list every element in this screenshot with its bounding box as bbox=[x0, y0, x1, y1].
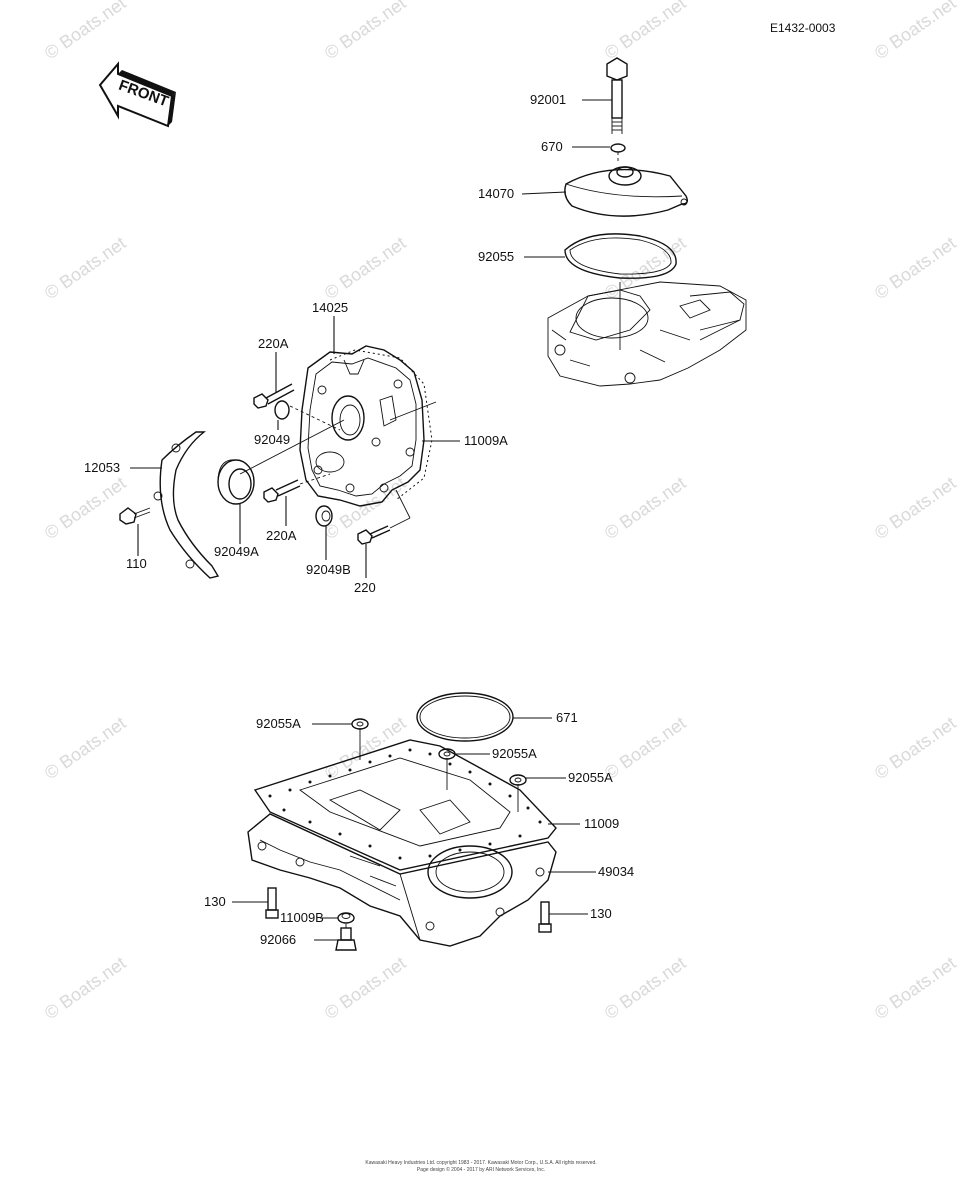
label-11009A: 11009A bbox=[464, 433, 508, 448]
watermark: © Boats.net bbox=[321, 233, 410, 303]
side-cover-14025-icon bbox=[299, 345, 425, 507]
label-92055A-mid: 92055A bbox=[492, 746, 537, 761]
watermark: © Boats.net bbox=[871, 473, 960, 543]
breather-cover-assembly bbox=[521, 57, 747, 387]
front-arrow-icon: FRONT bbox=[98, 61, 176, 128]
crankcase-section-icon bbox=[547, 281, 747, 387]
watermark: © Boats.net bbox=[321, 953, 410, 1023]
watermark: © Boats.net bbox=[601, 233, 690, 303]
watermarks: © Boats.net © Boats.net © Boats.net © Bo… bbox=[41, 0, 960, 1023]
watermark: © Boats.net bbox=[871, 233, 960, 303]
label-130-right: 130 bbox=[590, 906, 612, 921]
label-110: 110 bbox=[126, 556, 147, 571]
side-cover-assembly bbox=[119, 316, 460, 579]
breather-cover-14070-icon bbox=[564, 166, 689, 217]
bolt-110-icon bbox=[119, 507, 151, 525]
washer-92049-icon bbox=[274, 400, 290, 420]
washer-92055A-right-icon bbox=[509, 774, 527, 786]
label-12053: 12053 bbox=[84, 460, 120, 475]
oil-seal-92049A-icon bbox=[217, 459, 255, 505]
label-670: 670 bbox=[541, 139, 563, 154]
watermark: © Boats.net bbox=[321, 473, 410, 543]
label-11009: 11009 bbox=[584, 816, 619, 831]
label-92055A-right: 92055A bbox=[568, 770, 613, 785]
gasket-11009-icon bbox=[253, 739, 557, 871]
watermark: © Boats.net bbox=[41, 233, 130, 303]
footer-copyright: Kawasaki Heavy Industries Ltd. copyright… bbox=[365, 1160, 596, 1166]
oil-pan-49034-icon bbox=[247, 789, 557, 947]
label-92049B: 92049B bbox=[306, 562, 351, 577]
bolt-130-left-icon bbox=[265, 887, 279, 919]
watermark: © Boats.net bbox=[601, 953, 690, 1023]
gasket-92055-icon bbox=[564, 233, 677, 279]
watermark: © Boats.net bbox=[871, 0, 960, 63]
bolt-130-right-icon bbox=[538, 901, 552, 933]
washer-92055A-left-icon bbox=[351, 718, 369, 730]
o-ring-671-icon bbox=[416, 692, 514, 742]
watermark: © Boats.net bbox=[321, 713, 410, 783]
watermark: © Boats.net bbox=[41, 713, 130, 783]
label-11009B: 11009B bbox=[280, 910, 324, 925]
footer-design: Page design © 2004 - 2017 by ARI Network… bbox=[417, 1166, 545, 1173]
label-92066: 92066 bbox=[260, 932, 296, 947]
label-92055: 92055 bbox=[478, 249, 514, 264]
label-14025: 14025 bbox=[312, 300, 348, 315]
watermark: © Boats.net bbox=[601, 0, 690, 63]
watermark: © Boats.net bbox=[601, 713, 690, 783]
diagram-code: E1432-0003 bbox=[770, 21, 836, 35]
label-92001: 92001 bbox=[530, 92, 566, 107]
seal-92049B-icon bbox=[315, 505, 333, 527]
watermark: © Boats.net bbox=[41, 473, 130, 543]
label-14070: 14070 bbox=[478, 186, 514, 201]
watermark: © Boats.net bbox=[871, 953, 960, 1023]
oil-pan-assembly bbox=[232, 692, 596, 951]
watermark: © Boats.net bbox=[321, 0, 410, 63]
label-92049: 92049 bbox=[254, 432, 290, 447]
watermark: © Boats.net bbox=[41, 953, 130, 1023]
label-49034: 49034 bbox=[598, 864, 634, 879]
label-220A-top: 220A bbox=[258, 336, 289, 351]
bolt-220-icon bbox=[357, 525, 391, 545]
watermark: © Boats.net bbox=[871, 713, 960, 783]
bolt-92001-icon bbox=[606, 57, 628, 134]
bolt-220A-mid-icon bbox=[263, 479, 301, 503]
label-92049A: 92049A bbox=[214, 544, 259, 559]
label-220A-mid: 220A bbox=[266, 528, 297, 543]
watermark: © Boats.net bbox=[41, 0, 130, 63]
cover-12053-icon bbox=[153, 431, 220, 579]
drain-plug-92066-icon bbox=[335, 927, 357, 951]
washer-11009B-icon bbox=[337, 912, 355, 924]
label-220: 220 bbox=[354, 580, 376, 595]
watermark: © Boats.net bbox=[601, 473, 690, 543]
label-671: 671 bbox=[556, 710, 578, 725]
washer-670-icon bbox=[610, 143, 626, 153]
label-130-left: 130 bbox=[204, 894, 226, 909]
bolt-220A-top-icon bbox=[253, 383, 295, 409]
label-92055A-left: 92055A bbox=[256, 716, 301, 731]
